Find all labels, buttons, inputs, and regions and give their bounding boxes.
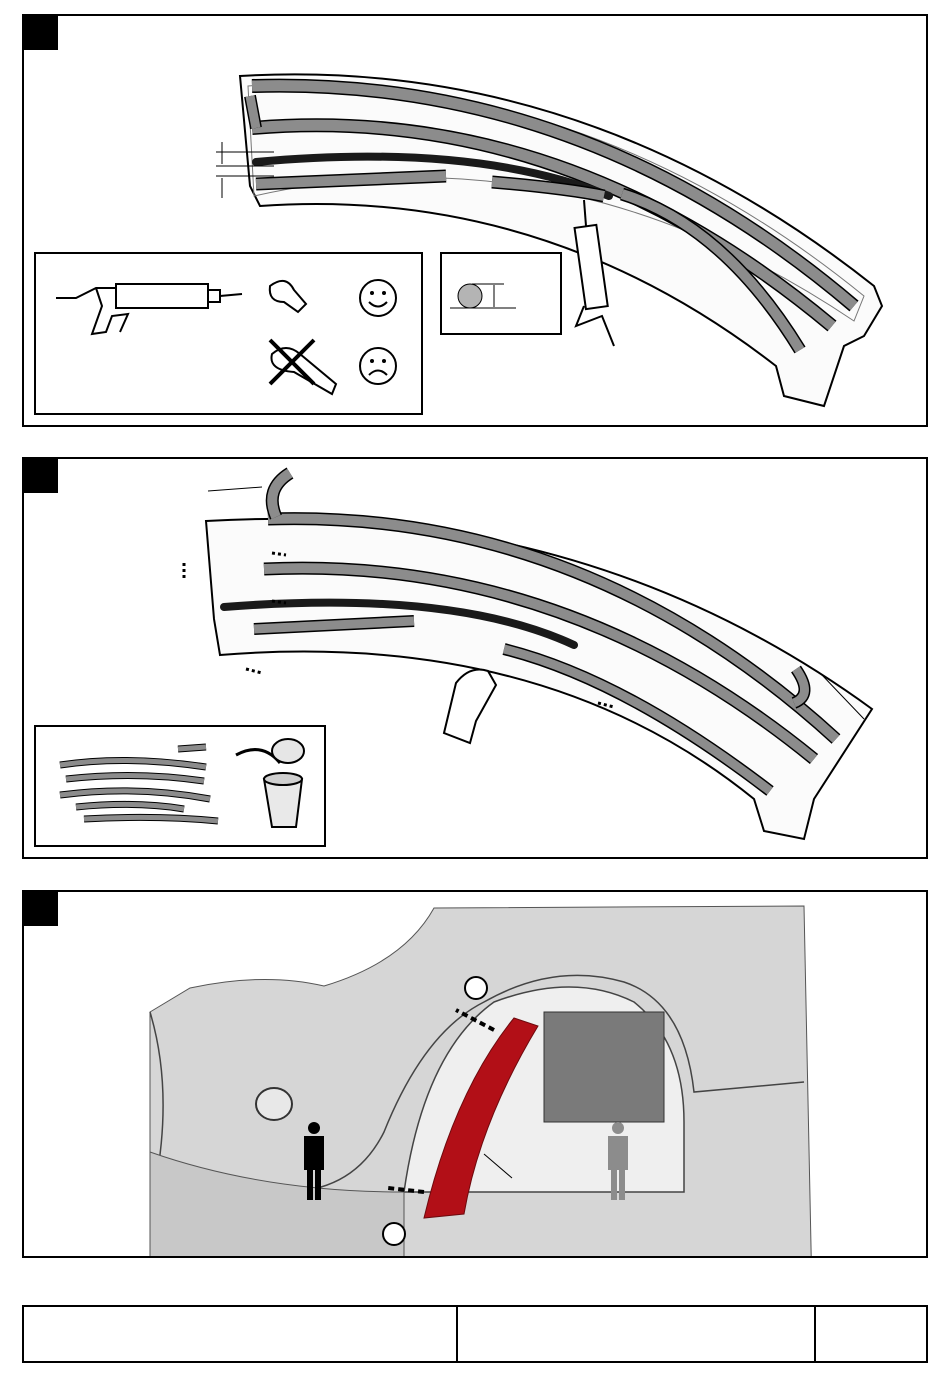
hand-icon [444, 670, 496, 744]
step-3-panel [22, 890, 928, 1258]
disposal-illustration [36, 727, 324, 845]
nozzle-crossed-icon [270, 340, 336, 394]
step-2-panel [22, 457, 928, 859]
footer-cell-2 [458, 1307, 816, 1361]
step-1-panel [22, 14, 928, 427]
smiley-happy-icon [360, 280, 396, 316]
dispose-strips-icon [60, 747, 218, 821]
footer-cell-3 [816, 1307, 926, 1361]
footer-table [22, 1305, 928, 1363]
bead-profile-box [440, 252, 562, 335]
trash-bin-icon [236, 739, 304, 827]
smiley-sad-icon [360, 348, 396, 384]
footer-cell-1 [24, 1307, 458, 1361]
disposal-box [34, 725, 326, 847]
vehicle-installation-diagram [24, 892, 928, 1258]
nozzle-guidance-illustration [36, 254, 421, 413]
nozzle-icon [270, 281, 306, 312]
caulking-gun-icon [56, 284, 242, 334]
nozzle-guidance-box [34, 252, 423, 415]
bead-profile-icon [442, 254, 560, 333]
